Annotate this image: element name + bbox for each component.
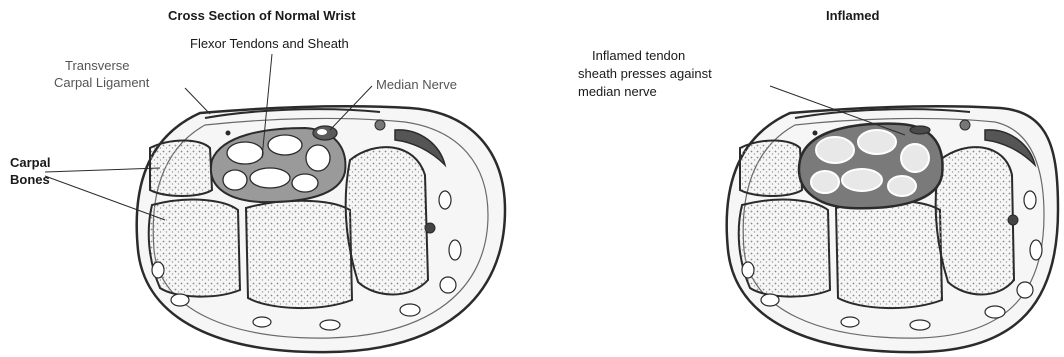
normal-extensor-tendon <box>320 320 340 330</box>
inflamed-tendon <box>858 130 896 154</box>
normal-carpal-bone-bottom-left <box>149 200 240 297</box>
normal-extensor-tendon <box>253 317 271 327</box>
normal-tendon <box>250 168 290 188</box>
inflamed-extensor-tendon <box>910 320 930 330</box>
leader-transverse <box>185 88 210 114</box>
inflamed-carpal-bone-bottom-middle <box>836 201 942 308</box>
normal-extensor-tendon <box>440 277 456 293</box>
inflamed-tendon <box>901 144 929 172</box>
normal-tendon <box>227 142 263 164</box>
inflamed-extensor-tendon <box>985 306 1005 318</box>
normal-vessel <box>425 223 435 233</box>
normal-extensor-tendon <box>439 191 451 209</box>
inflamed-vessel <box>813 131 818 136</box>
normal-extensor-tendon <box>449 240 461 260</box>
inflamed-median-nerve <box>910 126 930 134</box>
normal-tendon <box>306 145 330 171</box>
normal-extensor-tendon <box>400 304 420 316</box>
normal-wrist-cross-section <box>45 54 505 352</box>
leader-carpal-1 <box>45 168 160 172</box>
inflamed-tendon <box>811 171 839 193</box>
inflamed-tendon <box>842 169 882 191</box>
inflamed-wrist-cross-section <box>727 86 1058 352</box>
normal-tendon <box>223 170 247 190</box>
inflamed-vessel <box>960 120 970 130</box>
normal-tendon <box>292 174 318 192</box>
inflamed-vessel <box>1008 215 1018 225</box>
inflamed-tendon <box>888 176 916 196</box>
normal-carpal-bone-right <box>346 147 428 294</box>
inflamed-extensor-tendon <box>1024 191 1036 209</box>
inflamed-tendon <box>816 137 854 163</box>
normal-median-nerve-fascicle <box>317 129 327 135</box>
inflamed-carpal-bone-bottom-left <box>739 200 830 297</box>
inflamed-extensor-tendon <box>1017 282 1033 298</box>
normal-vessel <box>226 131 231 136</box>
normal-carpal-bone-bottom-middle <box>246 201 352 308</box>
inflamed-extensor-tendon <box>742 262 754 278</box>
normal-extensor-tendon <box>152 262 164 278</box>
inflamed-carpal-bone-right <box>936 147 1014 294</box>
normal-tendon <box>268 135 302 155</box>
inflamed-extensor-tendon <box>761 294 779 306</box>
inflamed-extensor-tendon <box>841 317 859 327</box>
inflamed-carpal-bone-top-left <box>740 141 802 197</box>
normal-extensor-tendon <box>171 294 189 306</box>
inflamed-extensor-tendon <box>1030 240 1042 260</box>
normal-vessel <box>375 120 385 130</box>
